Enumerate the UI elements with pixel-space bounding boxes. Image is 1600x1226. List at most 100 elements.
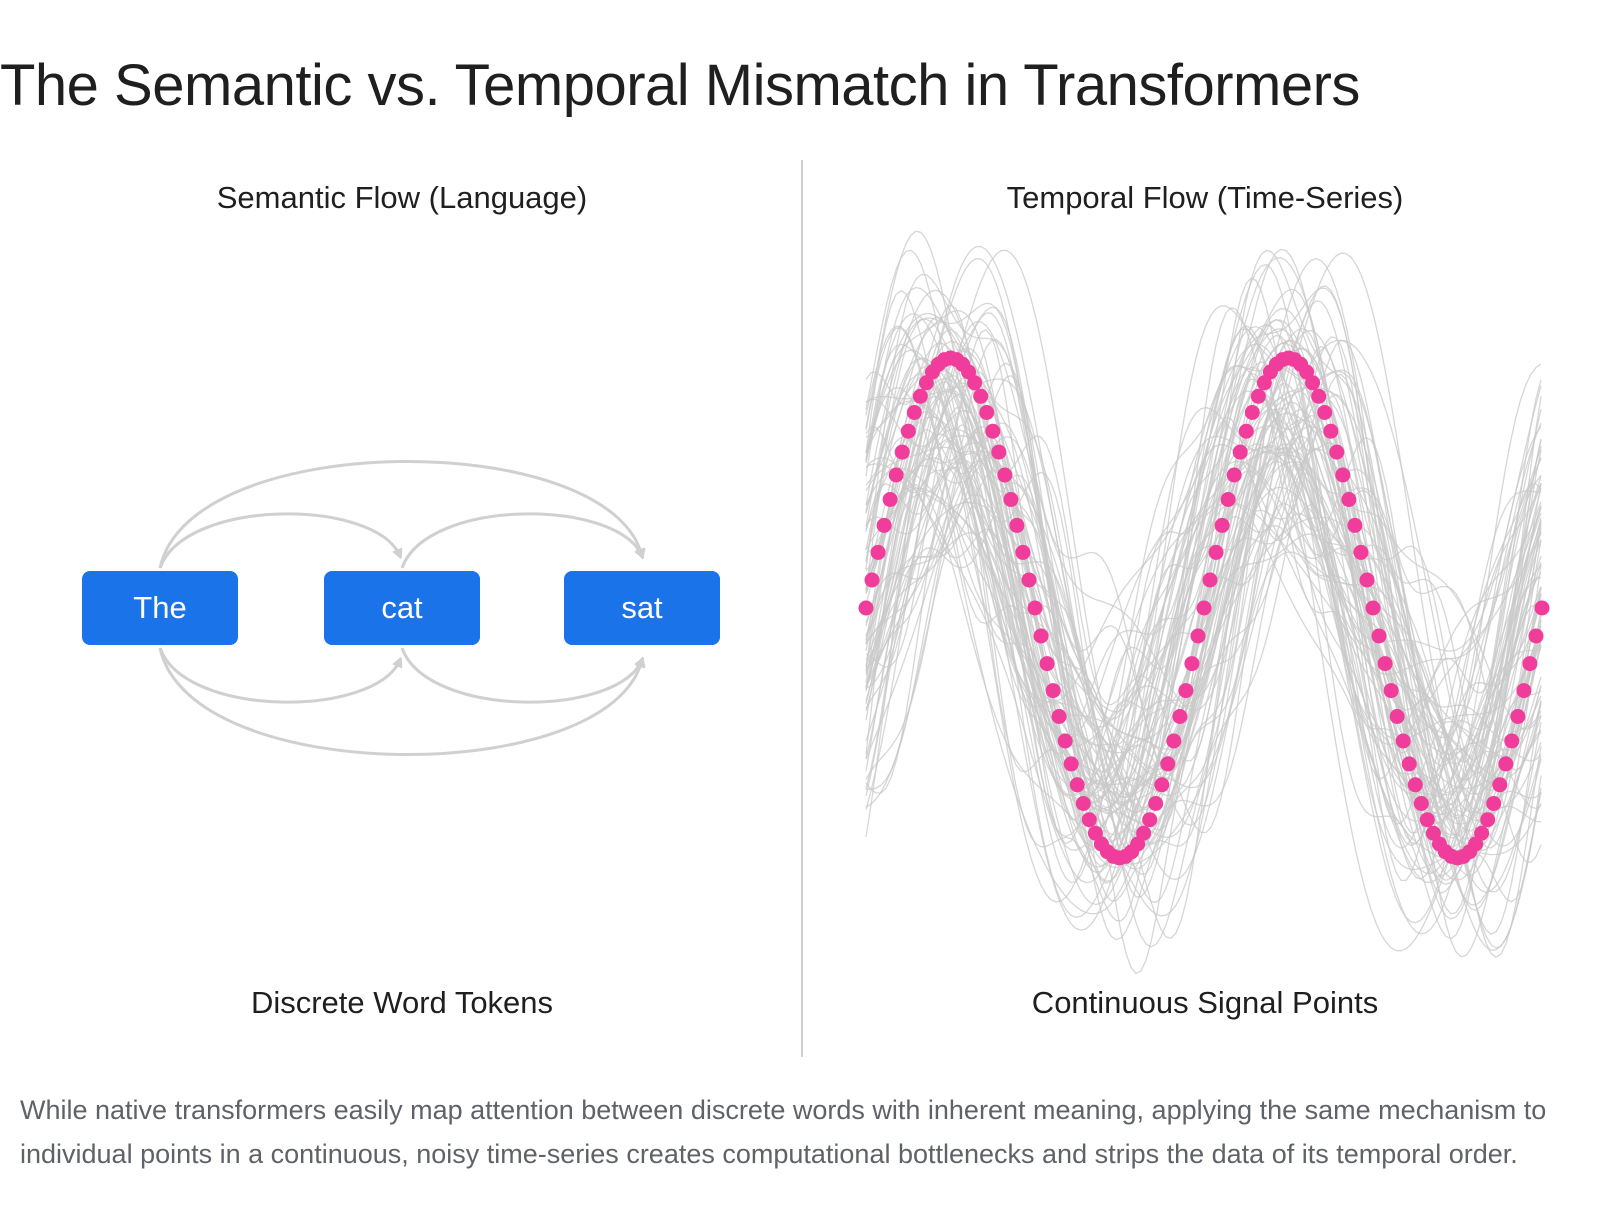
noise-curve xyxy=(865,436,1542,863)
noise-curve xyxy=(865,285,1542,849)
signal-point xyxy=(870,544,886,560)
noise-curve xyxy=(865,395,1542,814)
signal-point xyxy=(1136,825,1152,841)
noise-curve xyxy=(866,500,1542,853)
signal-point xyxy=(1238,423,1254,439)
signal-point xyxy=(1021,572,1037,588)
noise-curve xyxy=(865,377,1542,848)
signal-point xyxy=(985,423,1001,439)
signal-point xyxy=(1106,848,1121,864)
signal-point xyxy=(1027,600,1043,616)
noise-curve xyxy=(865,433,1542,848)
signal-point xyxy=(1244,405,1260,420)
signal-point xyxy=(1099,844,1115,860)
signal-point xyxy=(1522,656,1538,672)
noise-curve xyxy=(865,451,1542,906)
noise-curve xyxy=(865,345,1542,775)
noise-curve xyxy=(865,427,1542,949)
signal-point xyxy=(1087,825,1103,841)
signal-point xyxy=(1268,356,1284,372)
signal-point xyxy=(997,467,1013,483)
temporal-panel-title: Temporal Flow (Time-Series) xyxy=(1006,180,1404,215)
signal-point xyxy=(1419,812,1435,828)
noise-curve xyxy=(865,434,1542,846)
noise-curve xyxy=(865,457,1542,802)
signal-point xyxy=(1450,850,1465,866)
signal-point xyxy=(967,375,983,391)
signal-point xyxy=(912,388,928,404)
noise-curve xyxy=(865,277,1542,785)
signal-point xyxy=(1124,844,1140,860)
noise-curve xyxy=(865,373,1542,924)
arc-the-sat-bottom xyxy=(158,647,642,757)
signal-point xyxy=(1112,850,1127,866)
signal-point xyxy=(1347,517,1363,533)
noise-curve xyxy=(865,342,1542,870)
signal-point xyxy=(1262,364,1278,380)
noise-curve xyxy=(865,461,1542,834)
signal-point xyxy=(1311,388,1327,404)
noise-curve xyxy=(865,531,1542,823)
noise-curve xyxy=(865,313,1542,874)
signal-point xyxy=(1214,517,1230,533)
noise-curve xyxy=(865,249,1542,799)
noise-curve xyxy=(865,329,1542,747)
noise-curve xyxy=(865,403,1542,821)
noise-curve xyxy=(865,361,1542,920)
signal-point xyxy=(955,356,971,372)
noise-curve xyxy=(865,483,1542,883)
signal-point xyxy=(906,405,922,420)
signal-point xyxy=(1401,756,1417,772)
noise-curve xyxy=(865,321,1542,730)
signal-point xyxy=(1383,683,1399,699)
noise-curve xyxy=(865,319,1542,805)
noise-curve xyxy=(865,342,1542,877)
signal-points xyxy=(858,350,1550,866)
signal-point xyxy=(943,350,958,366)
noise-curve xyxy=(865,357,1542,720)
signal-point xyxy=(1335,467,1351,483)
arc-the-cat-top xyxy=(158,512,400,569)
noise-curve xyxy=(865,460,1542,915)
noise-curve xyxy=(865,397,1542,818)
noise-curve xyxy=(865,408,1542,893)
noise-curve xyxy=(865,287,1542,792)
signal-point xyxy=(1057,733,1073,749)
signal-point xyxy=(864,572,880,588)
arc-the-cat-bottom xyxy=(158,647,400,704)
noise-curve xyxy=(865,248,1542,799)
signal-point xyxy=(1510,709,1526,724)
signal-point xyxy=(1498,756,1514,772)
signal-point xyxy=(1142,812,1158,828)
signal-point xyxy=(1009,517,1025,533)
noise-curve xyxy=(865,336,1542,958)
signal-point xyxy=(894,444,910,460)
noise-curve xyxy=(865,329,1542,975)
signal-point xyxy=(1534,600,1550,616)
noise-curve xyxy=(865,340,1542,847)
signal-point xyxy=(1051,709,1067,724)
signal-point xyxy=(1069,777,1085,793)
noise-curve xyxy=(865,334,1542,918)
signal-point xyxy=(1281,350,1296,366)
signal-point xyxy=(991,444,1007,460)
signal-point xyxy=(1413,796,1429,811)
signal-point xyxy=(1516,683,1532,699)
signal-point xyxy=(1039,656,1055,672)
signal-point xyxy=(888,467,904,483)
noise-curve xyxy=(865,458,1542,795)
signal-point xyxy=(1178,683,1194,699)
signal-point xyxy=(1148,796,1164,811)
noise-curve xyxy=(865,357,1542,885)
noise-curve xyxy=(865,257,1542,825)
noise-curve xyxy=(865,399,1542,863)
token-sat: sat xyxy=(564,571,720,645)
signal-point xyxy=(1250,388,1266,404)
signal-point xyxy=(924,364,940,380)
signal-point xyxy=(1160,756,1176,772)
signal-point xyxy=(1275,352,1290,368)
noise-curve xyxy=(865,442,1542,809)
signal-point xyxy=(1287,352,1302,368)
noise-curve xyxy=(865,493,1542,893)
noise-curves xyxy=(865,230,1542,975)
